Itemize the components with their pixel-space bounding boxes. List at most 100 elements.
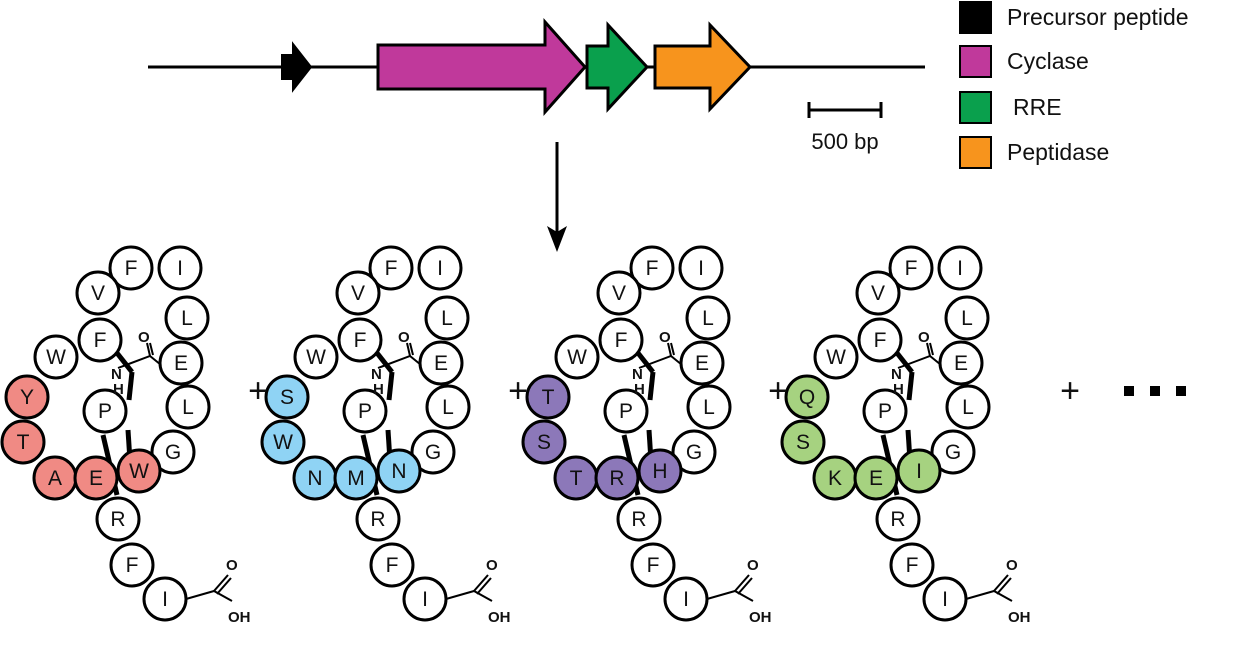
legend-swatch-peptidase [959,136,992,169]
residue-label: I [683,588,689,611]
variable-residue-label: M [347,467,365,490]
amide-nitrogen-label: N [891,366,902,383]
residue-label: F [906,554,919,577]
residue-label: W [567,346,587,369]
hydroxyl-label: OH [749,609,772,626]
residue-label: V [91,282,105,305]
acid-oxygen-label: O [1006,557,1018,574]
legend-swatch-cyclase [959,45,992,78]
plus-sign: + [248,372,268,410]
residue-circle [33,334,79,380]
residue-label: E [174,352,188,375]
variable-residue-circle [853,455,899,501]
variable-residue-label: H [652,460,667,483]
residue-label: L [961,307,973,330]
residue-circle [158,340,204,386]
variable-residue-label: E [89,467,103,490]
residue-circle [686,384,732,430]
residue-circle [335,270,381,316]
gene-cluster [148,18,925,116]
residue-circle [663,576,709,622]
legend: Precursor peptide Cyclase RRE Peptidase [959,1,1189,169]
variable-residue-circle [521,419,567,465]
variable-residue-circle [525,374,571,420]
residue-label: I [942,588,948,611]
legend-label-peptidase: Peptidase [1007,139,1109,165]
residue-circle [165,384,211,430]
variable-residue-label: N [307,467,322,490]
residue-circle [82,388,128,434]
hydroxyl-label: OH [488,609,511,626]
residue-label: I [162,588,168,611]
residue-circle [108,245,154,291]
residue-circle [679,340,725,386]
residue-circle [337,317,383,363]
variable-residue-circle [333,455,379,501]
acid-oxygen-label: O [226,557,238,574]
residue-label: E [695,352,709,375]
variable-residue-label: Y [20,386,34,409]
residue-label: L [181,307,193,330]
variable-residue-circle [260,419,306,465]
variable-residue-label: W [129,460,149,483]
residue-circle [937,245,983,291]
variable-residue-label: T [17,431,30,454]
residue-circle [417,245,463,291]
carbonyl-oxygen-label: O [918,329,930,346]
residue-circle [368,245,414,291]
variable-residue-circle [4,374,50,420]
variable-residue-circle [116,448,162,494]
residue-label: F [647,554,660,577]
amide-nitrogen-label: N [371,366,382,383]
residue-label: V [351,282,365,305]
variable-residue-label: N [391,460,406,483]
variable-residue-circle [264,374,310,420]
residue-label: I [177,257,183,280]
residue-label: R [631,508,646,531]
variable-residue-label: A [48,467,62,490]
residue-label: F [874,329,887,352]
residue-label: F [354,329,367,352]
residue-label: V [612,282,626,305]
residue-circle [944,295,990,341]
variable-residue-circle [784,374,830,420]
residue-label: L [441,307,453,330]
residue-circle [369,542,415,588]
residue-circle [685,295,731,341]
residue-label: R [890,508,905,531]
variable-residue-label: S [796,431,810,454]
residue-label: R [110,508,125,531]
peptidase-gene-arrow [653,21,753,113]
residue-label: G [686,441,702,464]
residue-label: W [46,346,66,369]
residue-label: W [306,346,326,369]
residue-circle [671,429,717,475]
residue-label: R [370,508,385,531]
residue-label: P [98,400,112,423]
residue-circle [888,245,934,291]
residue-circle [598,317,644,363]
residue-circle [293,334,339,380]
variable-residue-label: E [869,467,883,490]
residue-label: F [126,554,139,577]
residue-circle [150,429,196,475]
variable-residue-circle [594,455,640,501]
residue-circle [678,245,724,291]
residue-circle [945,384,991,430]
variable-residue-circle [0,419,46,465]
residue-label: G [165,441,181,464]
variable-residue-label: S [537,431,551,454]
hydroxyl-label: OH [228,609,251,626]
carbonyl-oxygen-label: O [138,329,150,346]
residue-circle [857,317,903,363]
residue-label: F [615,329,628,352]
variable-residue-circle [376,448,422,494]
amide-nitrogen-label: N [632,366,643,383]
residue-label: I [422,588,428,611]
precursor-gene-arrow [281,41,313,93]
